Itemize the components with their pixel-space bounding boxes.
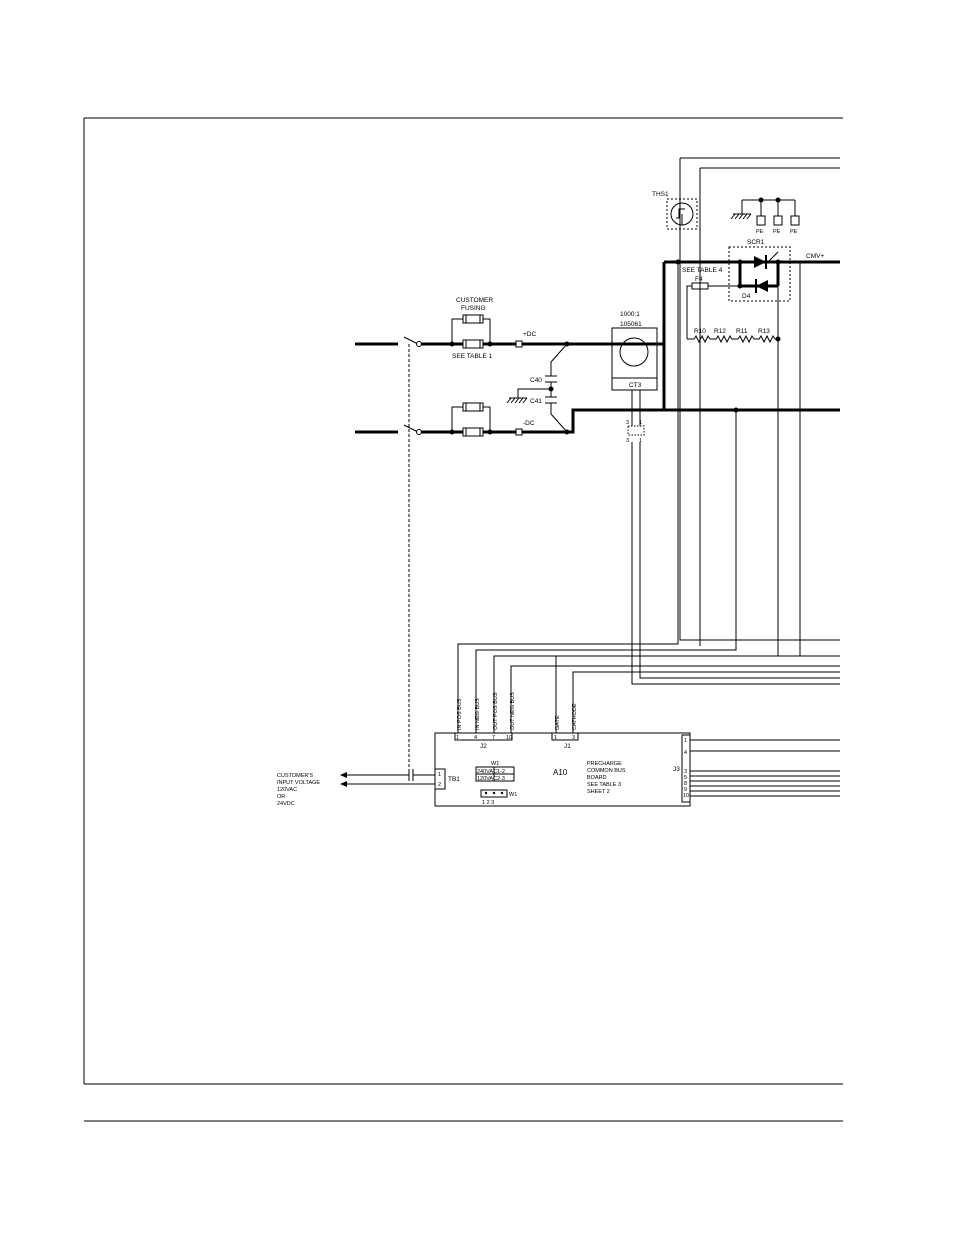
j2-pin4: 4 [474, 735, 477, 741]
w1-header-label: W1 [509, 792, 517, 798]
w1-120vac: 120VAC [477, 776, 497, 782]
j2-pin10: 10 [506, 735, 512, 741]
j2-pin1: 1 [456, 735, 459, 741]
a10-label: A10 [553, 768, 568, 777]
tb1-label: TB1 [448, 776, 460, 783]
see-table-1-label: SEE TABLE 1 [452, 353, 493, 360]
ct-pin3b-label: 3 [626, 438, 629, 444]
customer-fusing-label-2: FUSING [461, 305, 486, 312]
out-pos-bus-label: OUT POS BUS [493, 692, 499, 730]
board-label-5: SHEET 2 [587, 789, 610, 795]
customer-input-label-4: OR [277, 794, 285, 800]
j3-pin5: 5 [684, 775, 687, 781]
r12-label: R12 [714, 328, 726, 335]
cmv-plus-label: CMV+ [806, 253, 824, 260]
customer-input-label-3: 120VAC [277, 787, 297, 793]
ct-pin1-label: 1 [639, 420, 642, 426]
neg-dc-label: -DC [523, 420, 535, 427]
board-label-3: BOARD [587, 775, 607, 781]
r13-label: R13 [758, 328, 770, 335]
tb1-block [434, 768, 446, 790]
in-neg-bus-label: IN NEG BUS [475, 698, 481, 730]
customer-input-label-1: CUSTOMER'S [277, 773, 313, 779]
ct-ratio-label: 1000:1 [620, 311, 640, 318]
tb1-pin2: 2 [438, 782, 441, 788]
signal-wiring [457, 158, 840, 797]
pe1-label: PE [756, 229, 764, 235]
customer-input-label-5: 24VDC [277, 801, 295, 807]
ct-pin3-label: 3 [626, 420, 629, 426]
j1-pin3: 3 [572, 735, 575, 741]
in-pos-bus-label: IN POS BUS [457, 698, 463, 730]
j3-pin3: 3 [684, 769, 687, 775]
board-label-4: SEE TABLE 3 [587, 782, 621, 788]
w1-240vac: 240VAC [477, 769, 497, 775]
j2-label: J2 [480, 743, 487, 750]
customer-fusing: CUSTOMER FUSING SEE TABLE 1 [451, 297, 493, 437]
w1-jumper-header [480, 789, 508, 798]
w1-header-pins: 1 2 3 [482, 800, 494, 806]
j3-pin8: 8 [684, 781, 687, 787]
scr1-label: SCR1 [747, 239, 765, 246]
capacitors-c40-c41: C40 C41 [506, 343, 568, 433]
j3-pin1: 1 [684, 738, 687, 744]
j3-pin4: 4 [684, 750, 687, 756]
pe2-label: PE [773, 229, 781, 235]
j1-label: J1 [564, 743, 571, 750]
dc-buses: +DC -DC [355, 262, 840, 436]
j3-label: J3 [673, 766, 680, 773]
see-table-4-label: SEE TABLE 4 [682, 267, 723, 274]
c41-label: C41 [530, 398, 542, 405]
ct-pin1b-label: 1 [639, 438, 642, 444]
customer-input-label-2: INPUT VOLTAGE [277, 780, 320, 786]
j1-pin1: 1 [554, 735, 557, 741]
j3-pin9: 9 [684, 787, 687, 793]
tb1-pin1: 1 [438, 772, 441, 778]
ct-part-label: 105061 [620, 321, 642, 328]
pe-grounds: PE PE PE [730, 197, 800, 235]
j2-pin7: 7 [492, 735, 495, 741]
pos-dc-label: +DC [523, 331, 536, 338]
gate-label: GATE [555, 715, 561, 730]
f4-label: F4 [695, 276, 703, 283]
a10-precharge-board: 1 4 7 10 1 3 J2 J1 J3 1 4 3 5 8 9 10 A10… [434, 732, 691, 807]
customer-input: CUSTOMER'S INPUT VOLTAGE 120VAC OR 24VDC [277, 769, 435, 807]
board-label-1: PRECHARGE [587, 761, 622, 767]
scr1-module: SCR1 CMV+ SEE TABLE 4 F4 D4 [664, 239, 840, 339]
signal-labels: IN POS BUS IN NEG BUS OUT POS BUS OUT NE… [457, 692, 578, 730]
r11-label: R11 [736, 328, 748, 335]
out-neg-bus-label: OUT NEG BUS [510, 692, 516, 730]
d4-label: D4 [742, 293, 751, 300]
w1-240vac-pins: 1-2 [497, 769, 505, 775]
c40-label: C40 [530, 377, 542, 384]
ths1-label: THS1 [652, 191, 669, 198]
ct3-label: CT3 [629, 382, 642, 389]
cathode-label: CATHODE [572, 703, 578, 730]
board-label-2: COMMON BUS [587, 768, 626, 774]
customer-fusing-label-1: CUSTOMER [456, 297, 493, 304]
w1-table-label: W1 [491, 761, 499, 767]
current-transformer-ct3: 1000:1 105061 CT3 3 1 3 1 [611, 311, 658, 444]
drawing-frame [83, 117, 843, 1122]
pe3-label: PE [790, 229, 798, 235]
w1-120vac-pins: 2-3 [497, 776, 505, 782]
j3-pin10: 10 [683, 793, 689, 799]
resistor-chain: R10 R12 R11 R13 [687, 286, 781, 344]
